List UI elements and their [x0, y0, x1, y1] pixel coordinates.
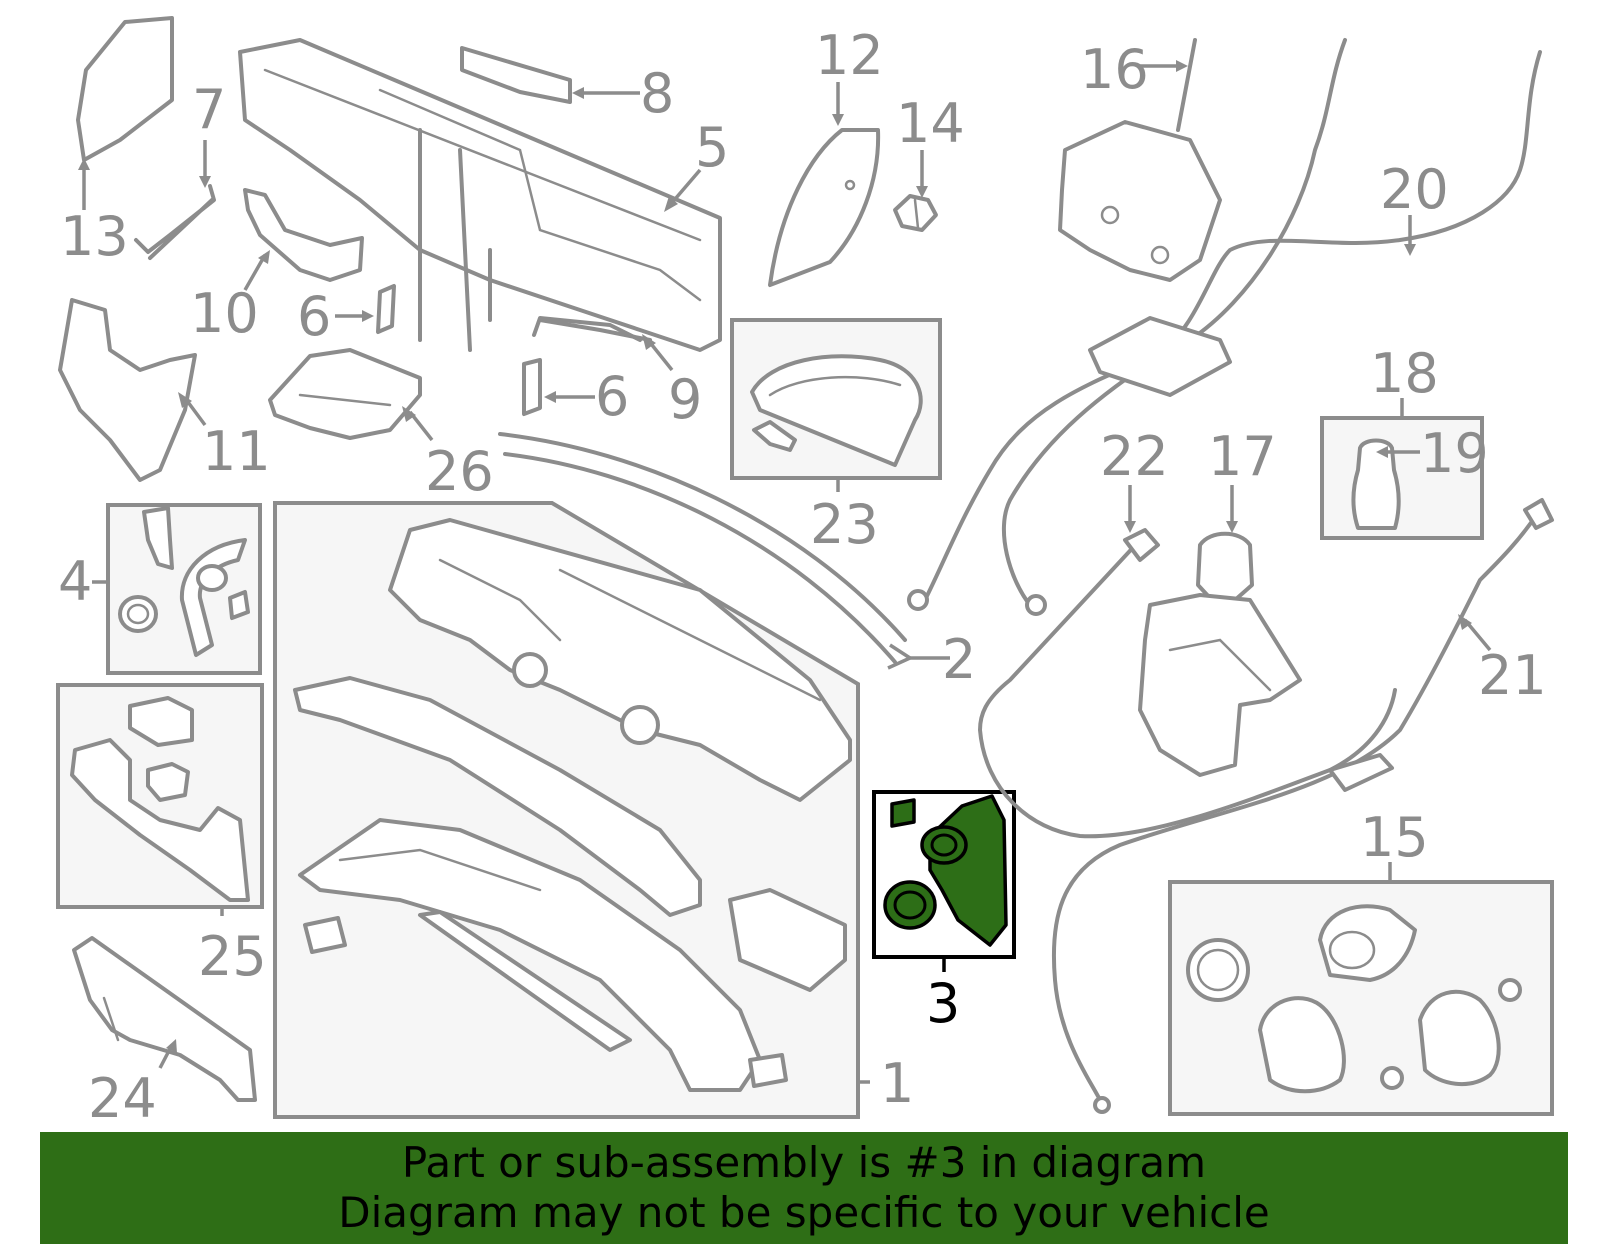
banner-line-2: Diagram may not be specific to your vehi… [338, 1188, 1270, 1237]
callout-2: 2 [942, 628, 976, 691]
callout-18: 18 [1370, 342, 1439, 405]
callout-1: 1 [880, 1052, 914, 1115]
notice-banner: Part or sub-assembly is #3 in diagram Di… [40, 1132, 1568, 1244]
callout-17: 17 [1208, 425, 1277, 488]
part-3-highlighted[interactable] [883, 794, 1008, 947]
part-25-glove-box [70, 696, 250, 902]
banner-line-1: Part or sub-assembly is #3 in diagram [401, 1138, 1207, 1187]
callout-14: 14 [896, 92, 965, 155]
callout-22: 22 [1100, 425, 1169, 488]
callout-numbers: 1 2 3 4 5 6 6 7 8 9 10 11 12 13 14 15 16… [58, 24, 1547, 1130]
part-16-shifter-base [1058, 38, 1222, 282]
callout-11: 11 [202, 420, 271, 483]
part-14-clip [893, 194, 938, 232]
callout-13: 13 [60, 205, 129, 268]
callout-3[interactable]: 3 [926, 972, 960, 1035]
part-20-shift-cables [907, 38, 1542, 616]
part-6-clip-lower [522, 358, 542, 416]
callout-8: 8 [640, 62, 674, 125]
part-24-panel [72, 936, 257, 1102]
callout-19: 19 [1420, 422, 1489, 485]
part-7-bracket [134, 184, 216, 260]
callout-25: 25 [198, 925, 267, 988]
callout-4: 4 [58, 550, 92, 613]
callout-26: 26 [425, 440, 494, 503]
callout-6-upper: 6 [297, 285, 331, 348]
part-9-bracket [532, 316, 642, 342]
box-part-18 [1320, 416, 1484, 540]
part-10-bracket [243, 188, 364, 282]
callout-24: 24 [88, 1067, 157, 1130]
part-1-dashboard [293, 518, 852, 1092]
part-22-cable [978, 538, 1397, 839]
part-4-contents [118, 506, 250, 657]
callout-20: 20 [1380, 158, 1449, 221]
part-15-vents [1186, 904, 1522, 1094]
callout-16: 16 [1080, 38, 1149, 101]
callout-5: 5 [695, 116, 729, 179]
part-2-trim-strip [498, 432, 907, 664]
part-12-side-cover [768, 128, 881, 287]
callout-21: 21 [1478, 644, 1547, 707]
part-26-duct [268, 348, 422, 440]
part-8-bracket [460, 46, 572, 104]
callout-9: 9 [668, 368, 702, 431]
callout-23: 23 [810, 493, 879, 556]
part-23-cluster-hood [750, 354, 923, 467]
callout-6-lower: 6 [595, 365, 629, 428]
part-13-cover [76, 16, 174, 162]
part-6-clip-upper [376, 284, 396, 334]
part-19-knob [1351, 438, 1401, 530]
part-17-shifter [1138, 531, 1302, 777]
callout-12: 12 [815, 24, 884, 87]
part-5-dash-frame [238, 38, 722, 352]
leader-lines [78, 60, 1492, 1084]
callout-15: 15 [1360, 806, 1429, 869]
part-11-column-cover [58, 298, 197, 482]
callout-10: 10 [190, 282, 259, 345]
callout-7: 7 [192, 78, 226, 141]
part-21-parking-cable [1051, 498, 1554, 1114]
